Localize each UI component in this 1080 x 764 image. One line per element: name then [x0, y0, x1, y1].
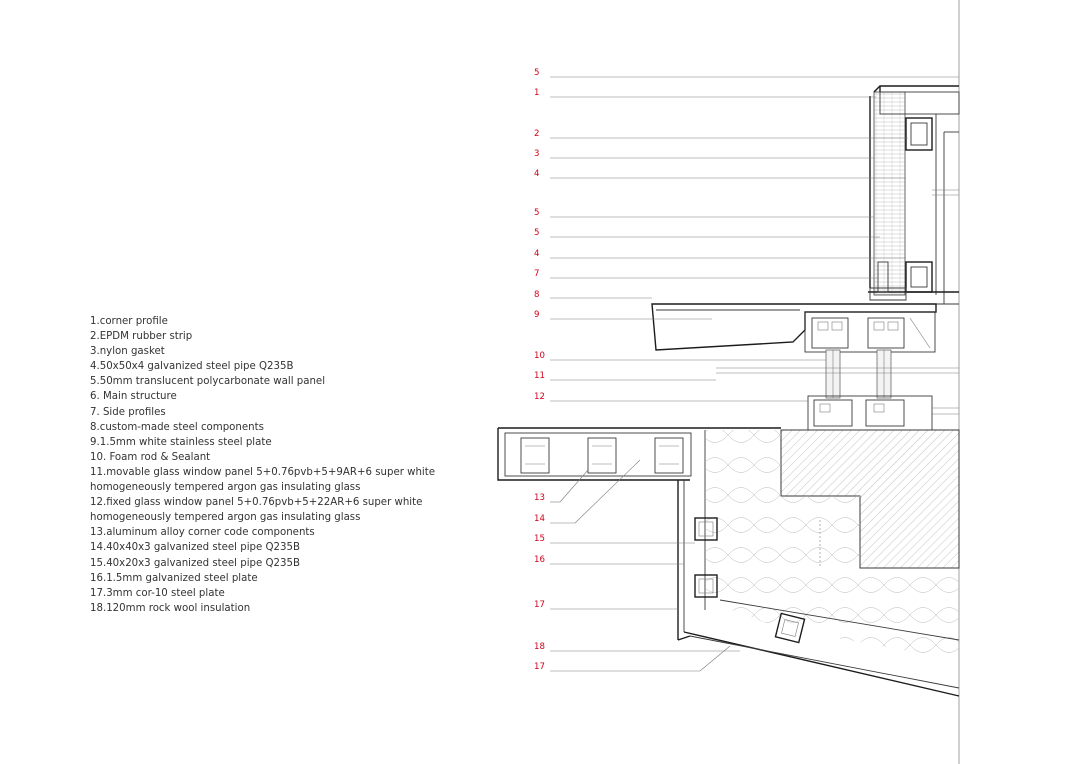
- legend-item: 14.40x40x3 galvanized steel pipe Q235B: [90, 542, 300, 554]
- callout-label: 1: [534, 88, 539, 98]
- rock-wool-insulation: [705, 430, 960, 660]
- upper-wall-assembly: [868, 85, 960, 305]
- material-legend: 1.corner profile 2.EPDM rubber strip 3.n…: [90, 314, 435, 616]
- legend-item: 16.1.5mm galvanized steel plate: [90, 572, 258, 584]
- callout-label: 5: [534, 208, 539, 218]
- callout-label: 8: [534, 290, 539, 300]
- legend-item: 8.custom-made steel components: [90, 421, 264, 433]
- callout-label: 2: [534, 129, 539, 139]
- callout-label: 15: [534, 534, 545, 544]
- callout-label: 4: [534, 249, 539, 259]
- callout-label: 4: [534, 169, 539, 179]
- legend-item: 10. Foam rod & Sealant: [90, 451, 211, 463]
- callout-label: 12: [534, 392, 545, 402]
- legend-item: 12.fixed glass window panel 5+0.76pvb+5+…: [90, 497, 423, 509]
- callout-label: 5: [534, 68, 539, 78]
- legend-item: 15.40x20x3 galvanized steel pipe Q235B: [90, 557, 300, 569]
- callout-label: 17: [534, 662, 545, 672]
- callout-label: 14: [534, 514, 545, 524]
- callout-label: 18: [534, 642, 545, 652]
- callout-label: 7: [534, 269, 539, 279]
- polycarbonate-panel: [873, 91, 906, 296]
- window-assembly: [716, 311, 959, 431]
- callout-label: 17: [534, 600, 545, 610]
- callout-label: 5: [534, 228, 539, 238]
- steel-pipes: [694, 517, 806, 644]
- legend-item: 11.movable glass window panel 5+0.76pvb+…: [90, 466, 436, 478]
- legend-item: 6. Main structure: [90, 391, 177, 403]
- legend-item: 17.3mm cor-10 steel plate: [90, 587, 225, 599]
- leader-lines: [550, 76, 959, 672]
- callout-label: 16: [534, 555, 545, 565]
- legend-item: homogeneously tempered argon gas insulat…: [90, 482, 361, 494]
- callout-label: 3: [534, 149, 539, 159]
- legend-item: 1.corner profile: [90, 316, 168, 327]
- legend-item: homogeneously tempered argon gas insulat…: [90, 512, 361, 524]
- legend-item: 18.120mm rock wool insulation: [90, 602, 251, 614]
- legend-item: 9.1.5mm white stainless steel plate: [90, 436, 272, 448]
- callout-label: 13: [534, 493, 545, 503]
- legend-item: 13.aluminum alloy corner code components: [90, 527, 315, 539]
- legend-item: 5.50mm translucent polycarbonate wall pa…: [90, 376, 326, 388]
- legend-item: 3.nylon gasket: [90, 346, 165, 358]
- cantilever-box: [497, 427, 781, 640]
- cor10-soffit: [677, 631, 960, 697]
- callout-label: 9: [534, 310, 539, 320]
- legend-item: 4.50x50x4 galvanized steel pipe Q235B: [90, 361, 294, 373]
- legend-item: 2.EPDM rubber strip: [90, 331, 193, 343]
- callout-label: 11: [534, 371, 545, 381]
- callout-label: 10: [534, 351, 545, 361]
- legend-item: 7. Side profiles: [90, 406, 166, 418]
